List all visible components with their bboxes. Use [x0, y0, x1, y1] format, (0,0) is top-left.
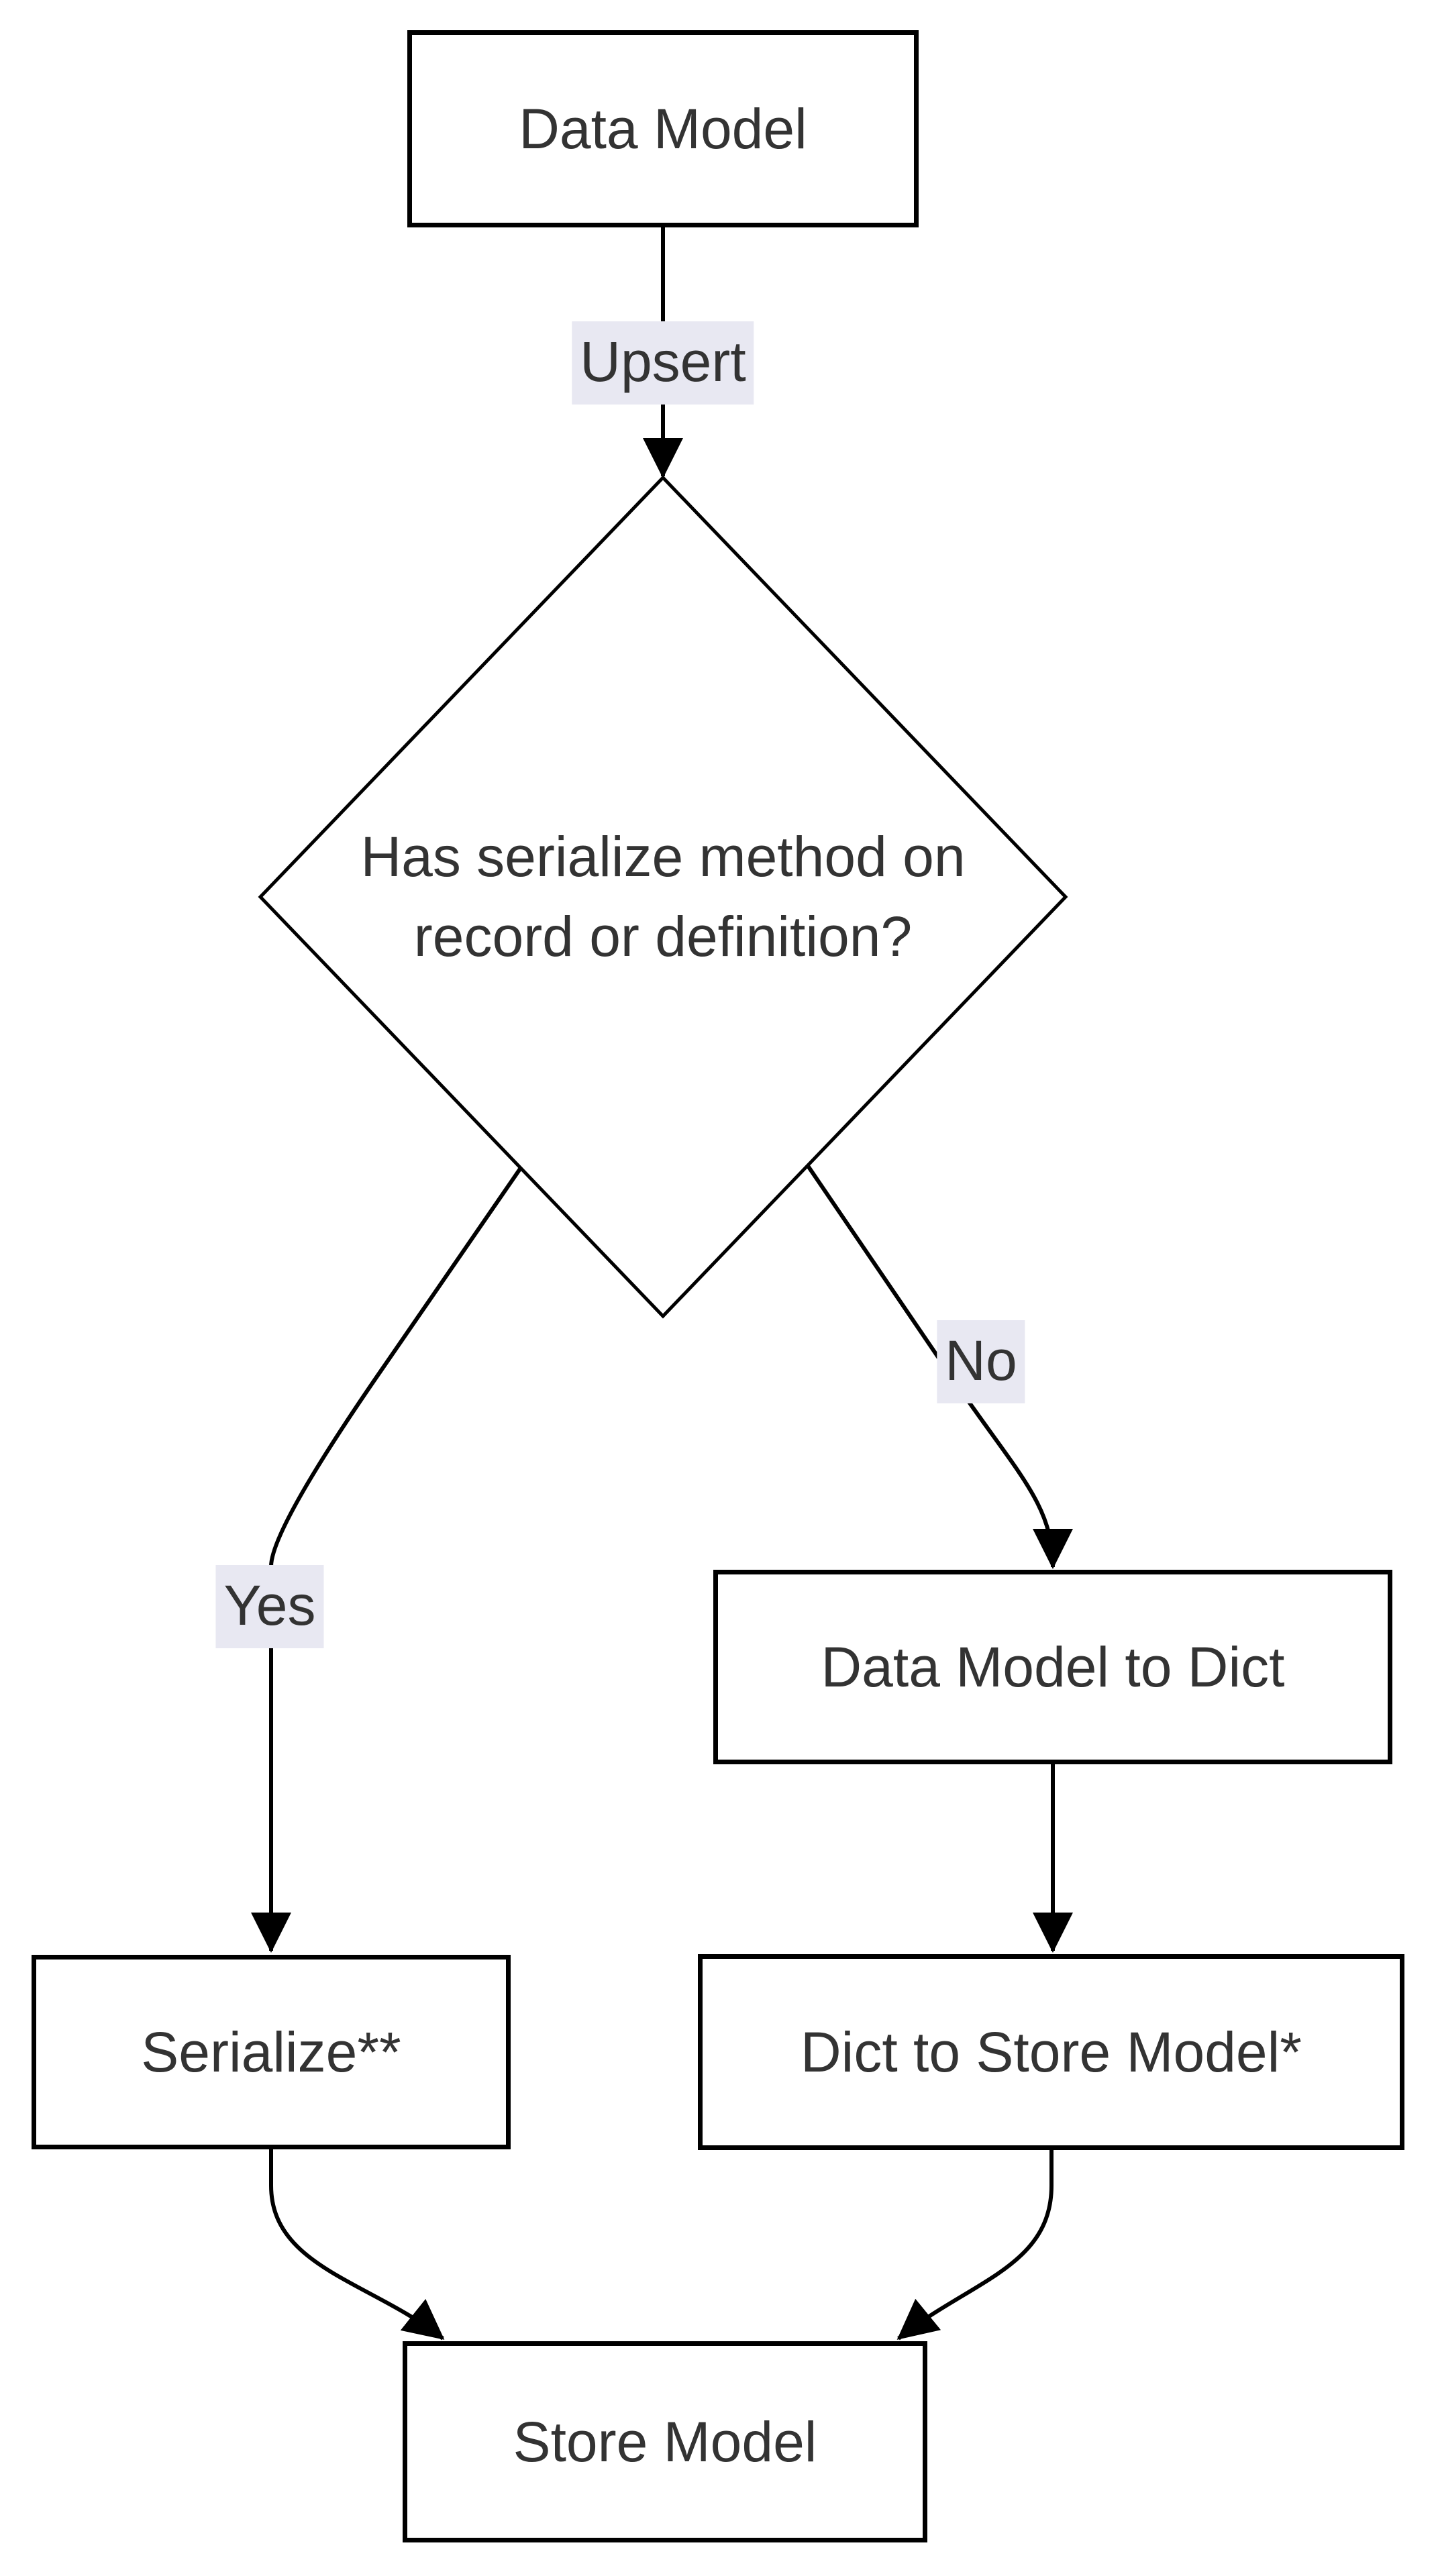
edge-serialize-to-store-model	[269, 2149, 445, 2341]
node-data-model-to-dict: Data Model to Dict	[713, 1570, 1392, 1764]
node-data-model: Data Model	[407, 30, 919, 227]
edge-label-no: No	[937, 1320, 1025, 1403]
edge-label-yes: Yes	[215, 1565, 324, 1648]
edge-decision-to-serialize	[251, 1167, 523, 1953]
edge-decision-to-data-model-to-dict	[806, 1165, 1073, 1569]
node-dict-to-store-model: Dict to Store Model*	[698, 1954, 1404, 2150]
edge-label-upsert: Upsert	[572, 321, 754, 405]
edge-dict-to-store-model-to-store-model	[896, 2150, 1054, 2341]
node-store-model: Store Model	[403, 2341, 927, 2542]
decision-diamond-shape	[258, 475, 1068, 1319]
node-serialize: Serialize**	[32, 1955, 511, 2149]
